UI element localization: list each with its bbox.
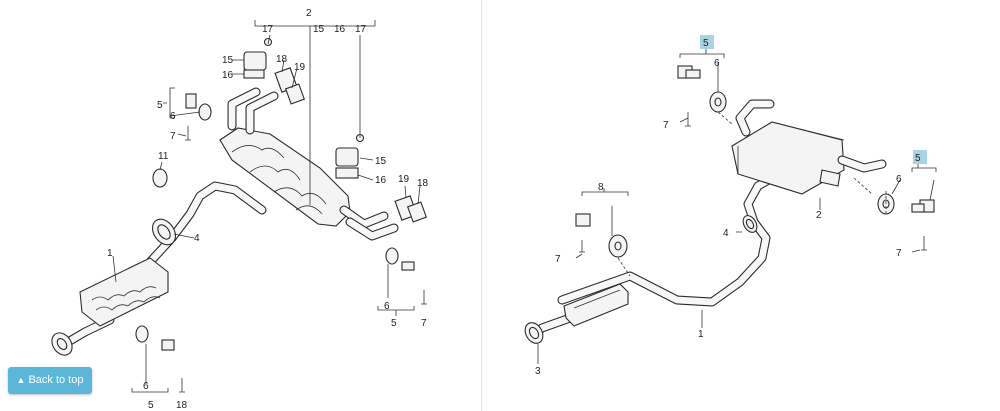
callout-4: 4 [194, 233, 200, 244]
right-clamp-4 [742, 215, 758, 233]
left-clamp-3 [51, 332, 73, 356]
right-mount-upper [677, 65, 727, 127]
callout-17-upper: 17 [262, 24, 274, 35]
right-mount-8 [575, 213, 628, 258]
left-exhaust-diagram: 2 15 16 17 17 15 16 18 19 15 16 19 18 5 … [51, 8, 429, 411]
right-tailpipe-lower [837, 155, 887, 173]
callout-1: 1 [698, 329, 704, 340]
left-clamp-4 [151, 218, 177, 246]
right-exhaust-diagram: 5 5 6 6 7 7 7 8 2 4 1 3 [524, 35, 937, 377]
left-diagram-panel: 2 15 16 17 17 15 16 18 19 15 16 19 18 5 … [0, 0, 481, 411]
callout-6-upper: 6 [170, 111, 176, 122]
callout-2: 2 [816, 210, 822, 221]
callout-7-upper: 7 [170, 131, 176, 142]
callout-11: 11 [158, 151, 169, 162]
right-rear-muffler [731, 121, 845, 195]
left-tailpipes-upper [227, 67, 306, 135]
callout-16-lower: 16 [375, 175, 387, 186]
callout-15-lower: 15 [375, 156, 387, 167]
callout-5-upper: 5 [157, 100, 163, 111]
callout-5-lower-right: 5 [391, 318, 397, 329]
callout-16: 16 [334, 24, 346, 35]
right-clamp-3 [524, 322, 544, 344]
callout-15: 15 [313, 24, 325, 35]
callout-18-lower: 18 [417, 178, 429, 189]
left-front-muffler [79, 257, 169, 327]
callout-8: 8 [598, 182, 604, 193]
left-rear-muffler [219, 127, 351, 227]
highlight-5-upper [700, 35, 714, 49]
callout-3: 3 [535, 366, 541, 377]
callout-6-lower-left: 6 [143, 381, 149, 392]
callout-7-upper: 7 [663, 120, 669, 131]
callout-1: 1 [107, 248, 113, 259]
callout-5-lower-left: 5 [148, 400, 154, 411]
right-mount-right [877, 193, 935, 251]
callout-6-right: 6 [896, 174, 902, 185]
callout-7-left: 7 [555, 254, 561, 265]
callout-6-lower-right: 6 [384, 301, 390, 312]
left-actuator-lower [335, 133, 365, 179]
callout-7-lower-right: 7 [421, 318, 427, 329]
panel-divider [481, 0, 482, 411]
callout-6-upper: 6 [714, 58, 720, 69]
callout-2: 2 [306, 8, 312, 19]
back-to-top-button[interactable]: ▲Back to top [8, 367, 92, 394]
back-to-top-label: Back to top [28, 374, 84, 386]
callout-19-lower: 19 [398, 174, 410, 185]
left-actuator-upper [243, 37, 273, 79]
right-tailpipe-upper [735, 99, 775, 137]
callout-18-lower-left: 18 [176, 400, 188, 411]
callout-4: 4 [723, 228, 729, 239]
left-rubber-mount-11 [152, 168, 168, 188]
callout-17: 17 [355, 24, 367, 35]
left-mount-lower-right [385, 247, 427, 305]
callout-15-upper: 15 [222, 55, 234, 66]
left-tailpipes-lower [339, 195, 428, 241]
right-diagram-panel: 5 5 6 6 7 7 7 8 2 4 1 3 [482, 0, 1000, 411]
callout-5-right: 5 [915, 153, 921, 164]
callout-5-upper: 5 [703, 38, 709, 49]
left-mount-lower-left [135, 325, 185, 393]
highlight-5-right [913, 150, 927, 164]
callout-18-upper: 18 [276, 54, 288, 65]
callout-16-upper: 16 [222, 70, 234, 81]
callout-7-right: 7 [896, 248, 902, 259]
arrow-up-icon: ▲ [16, 375, 26, 385]
left-mount-6-upper [185, 93, 212, 141]
right-front-muffler [563, 283, 629, 327]
callout-19-upper: 19 [294, 62, 306, 73]
